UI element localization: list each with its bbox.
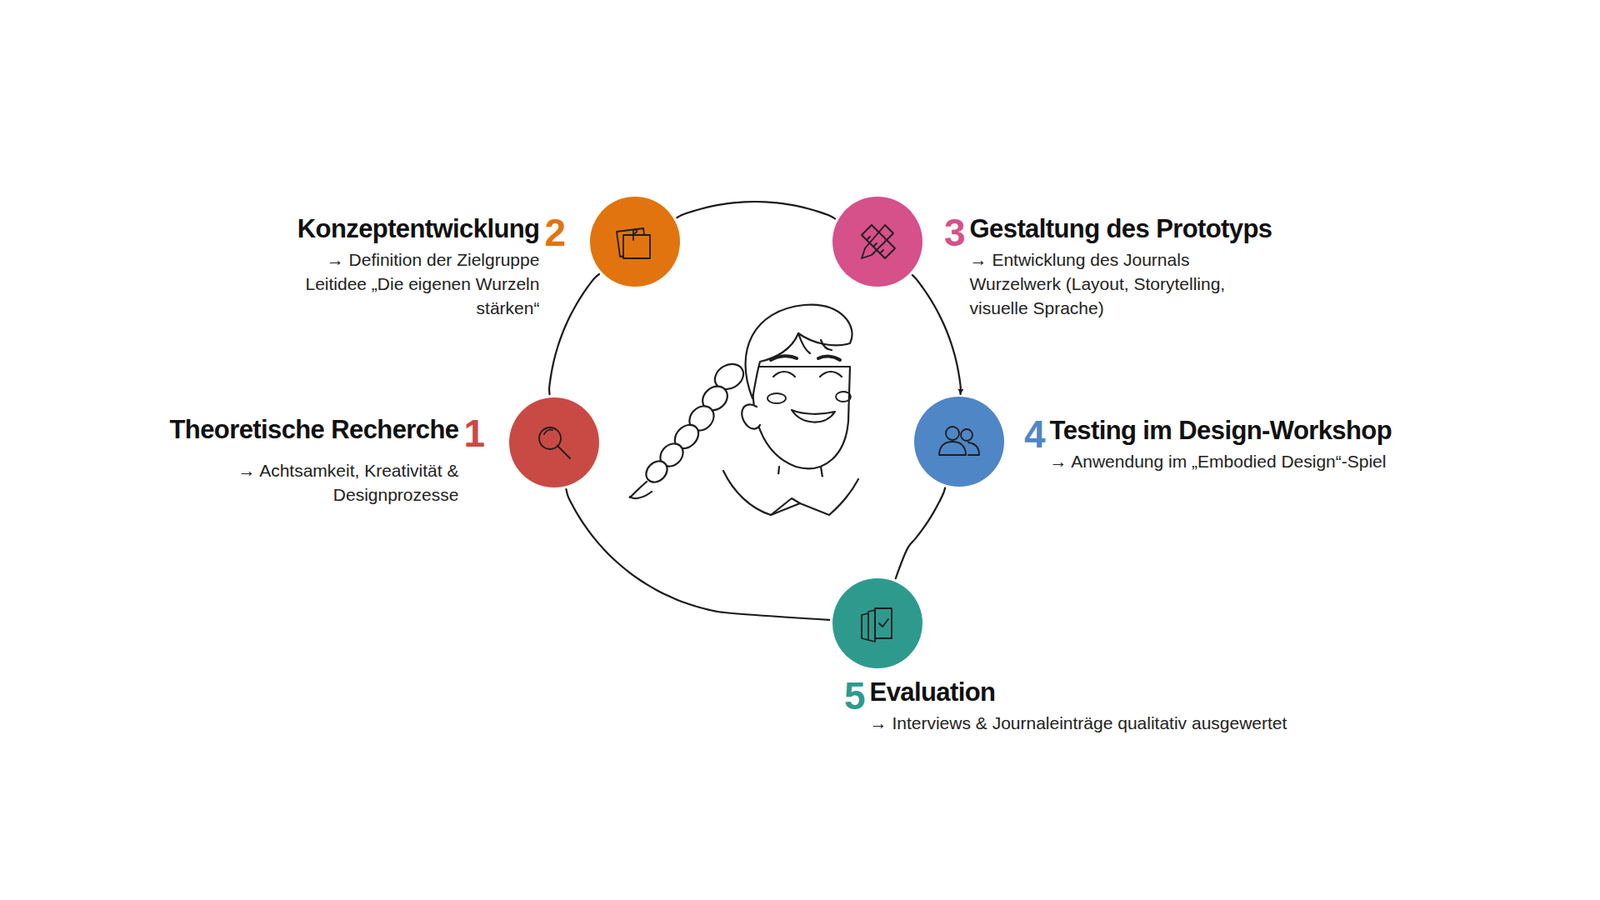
step-description: → Achtsamkeit, Kreativität & Designproze…	[170, 458, 460, 507]
step-text: Konzeptentwicklung→ Definition der Zielg…	[297, 213, 540, 320]
step-circle-fill	[509, 397, 600, 488]
process-step: 4Testing im Design-Workshop→ Anwendung i…	[914, 396, 1005, 487]
eyebrow	[770, 355, 797, 360]
hair	[745, 305, 853, 399]
collar	[723, 470, 859, 515]
step-circle-fill	[590, 196, 680, 287]
blush	[767, 393, 786, 404]
cycle-connector	[895, 487, 945, 579]
cycle-connector	[549, 274, 600, 395]
step-label-group: 1Theoretische Recherche → Achtsamkeit, Kr…	[170, 414, 485, 507]
eyebrow	[818, 356, 840, 360]
process-step: 3Gestaltung des Prototyps→ Entwicklung d…	[832, 196, 923, 287]
step-number: 5	[844, 676, 865, 715]
step-description: → Definition der Zielgruppe Leitidee „Di…	[297, 247, 540, 320]
step-circle	[590, 196, 680, 287]
blush	[835, 391, 851, 402]
step-label-group: 2Konzeptentwicklung→ Definition der Ziel…	[297, 213, 565, 320]
process-step: 5Evaluation→ Interviews & Journaleinträg…	[832, 578, 923, 669]
step-circle	[832, 196, 923, 287]
step-number: 3	[944, 213, 965, 252]
step-heading: Gestaltung des Prototyps	[970, 213, 1273, 246]
step-label-group: 4Testing im Design-Workshop→ Anwendung i…	[1024, 415, 1392, 474]
step-label-group: 3Gestaltung des Prototyps→ Entwicklung d…	[944, 213, 1272, 320]
step-text: Testing im Design-Workshop→ Anwendung im…	[1050, 415, 1392, 474]
step-number: 2	[544, 213, 565, 252]
cycle-connector	[676, 201, 835, 219]
bangs	[798, 333, 832, 354]
cycle-connector	[912, 275, 961, 395]
step-circle	[832, 578, 923, 669]
cycle-connector	[565, 489, 830, 620]
step-number: 4	[1024, 415, 1045, 454]
process-step: 1Theoretische Recherche→ Achtsamkeit, Kr…	[509, 397, 600, 488]
step-description: → Anwendung im „Embodied Design“-Spiel	[1050, 449, 1387, 474]
smile	[791, 410, 835, 423]
step-circle-fill	[832, 196, 923, 287]
step-circle	[914, 396, 1005, 487]
step-circle-fill	[832, 578, 923, 669]
step-heading: Konzeptentwicklung	[297, 213, 540, 246]
collar-fold	[770, 498, 800, 515]
process-step: 2Konzeptentwicklung→ Definition der Ziel…	[590, 196, 680, 287]
eye	[773, 371, 795, 377]
face-outline	[752, 366, 850, 469]
step-heading: Evaluation	[870, 676, 996, 710]
step-description: → Entwicklung des Journals Wurzelwerk (L…	[970, 247, 1273, 320]
ear	[741, 404, 760, 429]
step-heading: Testing im Design-Workshop	[1050, 415, 1392, 448]
step-text: Evaluation→ Interviews & Journaleinträge…	[870, 676, 1288, 735]
step-heading: Theoretische Recherche	[170, 414, 460, 447]
eye	[820, 371, 842, 377]
step-label-group: 5Evaluation→ Interviews & Journaleinträg…	[844, 676, 1287, 735]
step-description: → Interviews & Journaleinträge qualitati…	[870, 710, 1288, 735]
step-circle-fill	[914, 396, 1005, 487]
step-number: 1	[463, 414, 485, 453]
step-circle	[509, 397, 600, 488]
step-text: Gestaltung des Prototyps→ Entwicklung de…	[970, 213, 1273, 320]
step-text: Theoretische Recherche → Achtsamkeit, Kre…	[170, 414, 460, 507]
